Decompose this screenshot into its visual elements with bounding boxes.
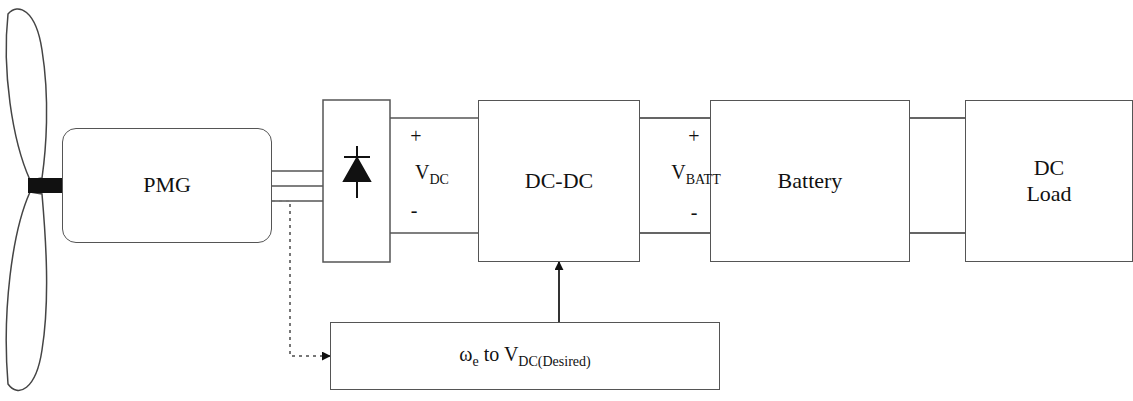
speed-signal <box>272 201 330 356</box>
turbine-blade <box>6 9 46 180</box>
turbine-blade <box>6 192 46 390</box>
turbine-shaft <box>28 178 64 193</box>
controller-box: ωe to VDC(Desired) <box>330 322 720 390</box>
battery-box: Battery <box>710 100 910 262</box>
box-label: DC-DC <box>525 168 593 194</box>
dc-bus-line <box>390 117 478 119</box>
load-box: DC Load <box>965 100 1133 262</box>
voltage-label: VDC <box>415 161 449 188</box>
phase-wire <box>272 185 323 187</box>
box-label: DC Load <box>1014 155 1084 208</box>
box-label: PMG <box>143 172 191 198</box>
box-label: Battery <box>778 168 843 194</box>
dc-bus-line <box>390 232 478 234</box>
control-arrow <box>558 262 560 322</box>
polarity-sign: + <box>410 125 421 148</box>
dc-bus <box>910 118 965 233</box>
polarity-sign: - <box>411 199 418 222</box>
polarity-sign: + <box>688 125 699 148</box>
generator-box: PMG <box>62 128 272 243</box>
polarity-sign: - <box>691 201 698 224</box>
voltage-label: VBATT <box>671 161 720 188</box>
box-label: ωe to VDC(Desired) <box>459 342 590 371</box>
diode-symbol <box>344 146 370 198</box>
converter-box: DC-DC <box>478 100 640 262</box>
rectifier-box <box>323 100 390 262</box>
phase-wire <box>272 170 323 172</box>
